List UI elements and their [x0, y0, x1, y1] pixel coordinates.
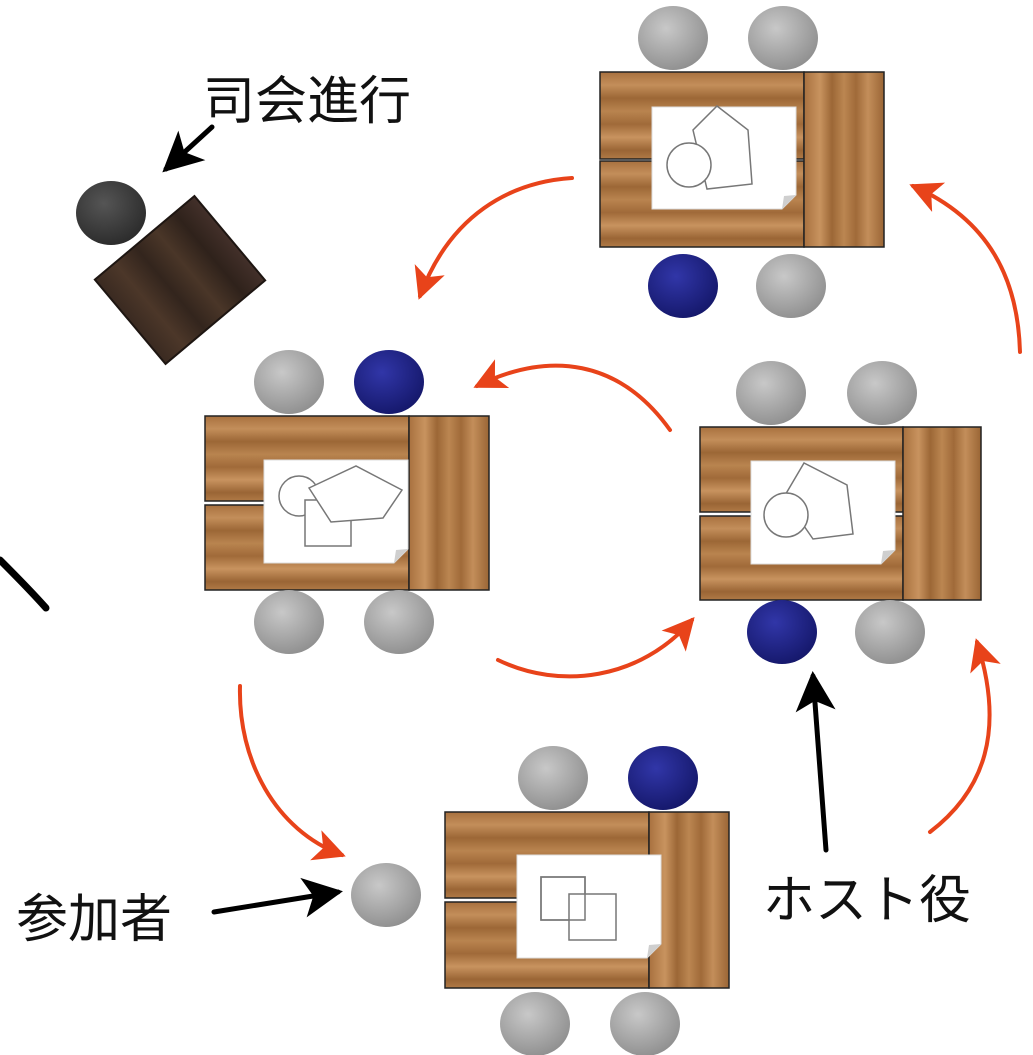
rotation-arrow	[928, 638, 1001, 834]
guest-seat	[518, 746, 588, 810]
guest-seat	[610, 992, 680, 1055]
table-bottom	[444, 746, 730, 1055]
host-seat	[628, 746, 698, 810]
host-pointer-arrow	[795, 671, 836, 853]
host-seat	[354, 350, 424, 414]
partial-arrow-fragment	[0, 556, 50, 612]
guest-seat	[254, 350, 324, 414]
pointer-arrows	[162, 124, 836, 918]
rotation-arrow	[496, 616, 695, 679]
paper-sheet	[516, 854, 662, 959]
table-panel	[408, 415, 490, 591]
square-icon	[568, 893, 617, 941]
rotation-arrow	[237, 684, 346, 861]
rotation-arrow	[909, 182, 1022, 354]
paper-sheet	[750, 460, 896, 565]
rotation-arrow	[473, 359, 672, 432]
rotation-arrows	[237, 176, 1022, 861]
moderator-desk	[93, 194, 267, 366]
host-seat	[648, 254, 718, 318]
pentagon-icon	[783, 462, 854, 540]
moderator-station	[76, 181, 267, 366]
participant-pointer-arrow	[211, 877, 343, 918]
moderator-label: 司会進行	[203, 72, 411, 132]
guest-seat	[847, 361, 917, 425]
circle-icon	[763, 492, 809, 538]
paper-sheet	[651, 105, 797, 210]
guest-seat	[254, 590, 324, 654]
guest-seat	[638, 6, 708, 70]
host-role-label: ホスト役	[763, 871, 971, 931]
table-top-right	[599, 6, 885, 318]
moderator-seat	[76, 181, 146, 245]
guest-seat	[364, 590, 434, 654]
guest-seat	[736, 361, 806, 425]
circle-icon	[666, 142, 712, 188]
participant-label: 参加者	[16, 890, 172, 950]
paper-sheet	[263, 459, 409, 564]
guest-seat	[756, 254, 826, 318]
guest-seat	[855, 600, 925, 664]
participant-seat	[351, 863, 421, 927]
table-panel	[648, 811, 730, 989]
pentagon-icon	[307, 465, 404, 523]
table-panel	[902, 426, 982, 601]
moderator-pointer-arrow	[162, 124, 215, 173]
guest-seat	[500, 992, 570, 1055]
table-middle-left	[204, 350, 490, 654]
host-seat	[747, 600, 817, 664]
table-panel	[803, 71, 885, 248]
table-middle-right	[699, 361, 982, 664]
guest-seat	[748, 6, 818, 70]
rotation-arrow	[414, 176, 574, 300]
